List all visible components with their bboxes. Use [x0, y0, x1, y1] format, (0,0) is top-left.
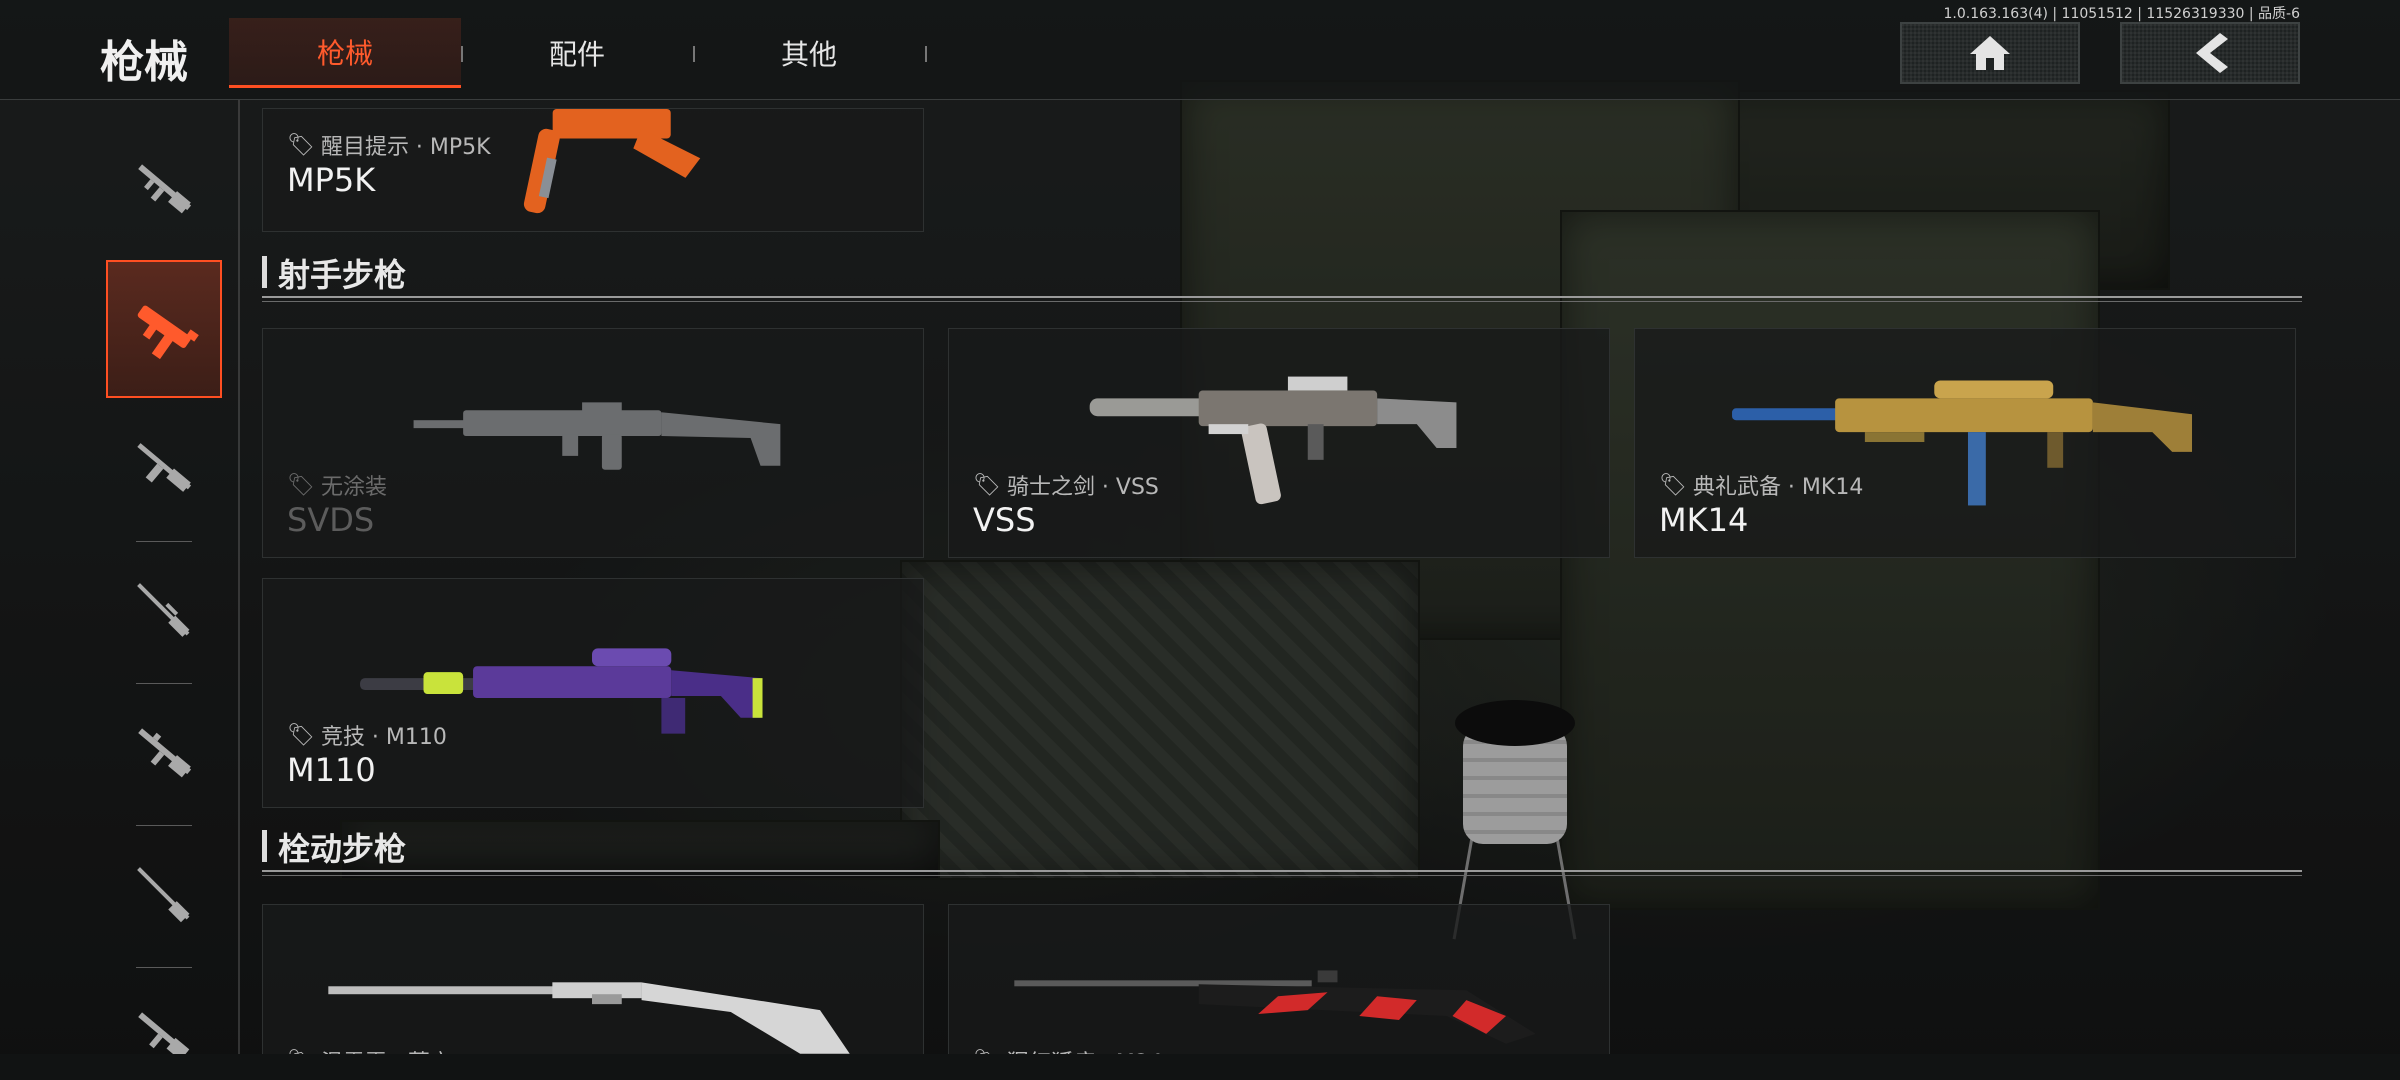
- background-crate: [900, 560, 1420, 880]
- section-header-bolt-action-rifles: 栓动步枪: [262, 824, 2302, 876]
- background-crate: [1560, 210, 2100, 910]
- weapon-category-sidebar: [0, 100, 240, 1061]
- weapon-name: M110: [287, 751, 376, 789]
- tab-separator: [461, 46, 463, 62]
- back-button[interactable]: [2120, 22, 2300, 84]
- shotgun-icon: [137, 443, 192, 492]
- tag-icon: 🏷: [1659, 472, 1687, 498]
- sidebar-separator: [136, 967, 192, 968]
- weapon-name: SVDS: [287, 501, 375, 539]
- weapon-card-mk14[interactable]: 🏷 典礼武备 · MK14 MK14: [1634, 328, 2296, 558]
- section-title: 射手步枪: [278, 256, 407, 294]
- skin-label: 🏷 竞技 · M110: [287, 722, 447, 751]
- sidebar-separator: [136, 683, 192, 684]
- smg-icon: [137, 305, 199, 360]
- weapon-card-svds[interactable]: 🏷 无涂装 SVDS: [262, 328, 924, 558]
- tag-icon: 🏷: [287, 472, 315, 498]
- sidebar-item-shotgun[interactable]: [106, 410, 222, 526]
- tab-separator: [925, 46, 927, 62]
- chevron-left-icon: [2196, 33, 2228, 73]
- weapon-card-m110[interactable]: 🏷 竞技 · M110 M110: [262, 578, 924, 808]
- section-header-marksman-rifles: 射手步枪: [262, 250, 2302, 302]
- skin-label: 🏷 醒目提示 · MP5K: [287, 132, 491, 161]
- assault-rifle-icon: [138, 164, 192, 214]
- weapon-art-svds: [413, 402, 781, 470]
- tab-label: 枪械: [316, 36, 373, 70]
- weapon-art-m110: [360, 648, 763, 734]
- home-icon: [1970, 36, 2010, 70]
- tab-label: 其他: [780, 38, 837, 71]
- sidebar-item-assault-rifle[interactable]: [106, 130, 222, 246]
- weapon-card-mp5k[interactable]: 🏷 醒目提示 · MP5K MP5K: [262, 108, 924, 232]
- top-bar: 枪械 枪械 配件 其他 1.0.163.163(4) | 11051512 | …: [0, 0, 2400, 100]
- weapon-card-m24[interactable]: 🏷 猩红狐痕 · M24: [948, 904, 1610, 1080]
- bottom-edge-strip: [0, 1054, 2400, 1080]
- skin-label: 🏷 无涂装: [287, 472, 387, 501]
- weapon-art-mosin: [328, 982, 850, 1054]
- weapon-card-vss[interactable]: 🏷 骑士之剑 · VSS VSS: [948, 328, 1610, 558]
- tab-other[interactable]: 其他: [693, 18, 925, 88]
- rifle-icon: [138, 728, 192, 778]
- tab-guns[interactable]: 枪械: [229, 18, 461, 88]
- section-title: 栓动步枪: [278, 830, 407, 868]
- sidebar-separator: [136, 825, 192, 826]
- skin-label: 🏷 骑士之剑 · VSS: [973, 472, 1159, 501]
- page-title: 枪械: [100, 37, 188, 88]
- sidebar-item-rifle[interactable]: [106, 694, 222, 810]
- version-info: 1.0.163.163(4) | 11051512 | 11526319330 …: [1943, 6, 2301, 22]
- tab-label: 配件: [548, 38, 605, 71]
- sidebar-separator: [136, 541, 192, 542]
- weapon-card-mosin[interactable]: 🏷 温雷弄 · 莫辛: [262, 904, 924, 1080]
- sniper-rifle-icon: [137, 583, 190, 637]
- weapon-art-vss: [1089, 376, 1457, 505]
- sidebar-rail: [238, 100, 240, 1060]
- weapon-name: MK14: [1659, 501, 1749, 539]
- weapon-name: VSS: [973, 501, 1036, 539]
- tag-icon: 🏷: [287, 132, 315, 158]
- tag-icon: 🏷: [973, 472, 1001, 498]
- sidebar-item-marksman-rifle[interactable]: [106, 836, 222, 952]
- background-lantern: [1452, 700, 1577, 940]
- tab-attachments[interactable]: 配件: [461, 18, 693, 88]
- weapon-art-mp5k: [523, 109, 701, 214]
- tag-icon: 🏷: [287, 722, 315, 748]
- home-button[interactable]: [1900, 22, 2080, 84]
- sidebar-item-sniper-rifle[interactable]: [106, 552, 222, 668]
- tab-separator: [693, 46, 695, 62]
- weapon-art-mk14: [1732, 380, 2193, 506]
- weapon-art-m24: [1014, 970, 1536, 1044]
- skin-label: 🏷 典礼武备 · MK14: [1659, 472, 1864, 501]
- marksman-rifle-icon: [137, 867, 190, 923]
- sidebar-item-smg[interactable]: [106, 260, 222, 398]
- weapon-name: MP5K: [287, 161, 376, 199]
